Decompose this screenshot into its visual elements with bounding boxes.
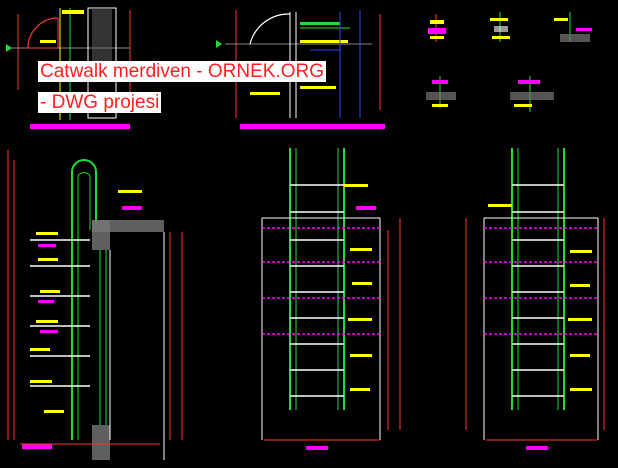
front-elevation — [261, 148, 401, 450]
detail-a — [428, 14, 446, 42]
plan-detail-center — [216, 10, 385, 129]
detail-b — [490, 12, 510, 42]
detail-e — [510, 76, 554, 112]
rear-elevation — [465, 148, 605, 450]
title-overlay: Catwalk merdiven - ORNEK.ORG - DWG proje… — [38, 56, 368, 118]
section-details-small — [426, 12, 592, 112]
plan-detail-left — [6, 7, 131, 129]
side-section — [7, 150, 183, 460]
title-line-2: - DWG projesi — [38, 92, 162, 113]
detail-d — [426, 76, 456, 108]
title-line-1: Catwalk merdiven - ORNEK.ORG — [38, 61, 327, 82]
detail-c — [554, 12, 592, 42]
